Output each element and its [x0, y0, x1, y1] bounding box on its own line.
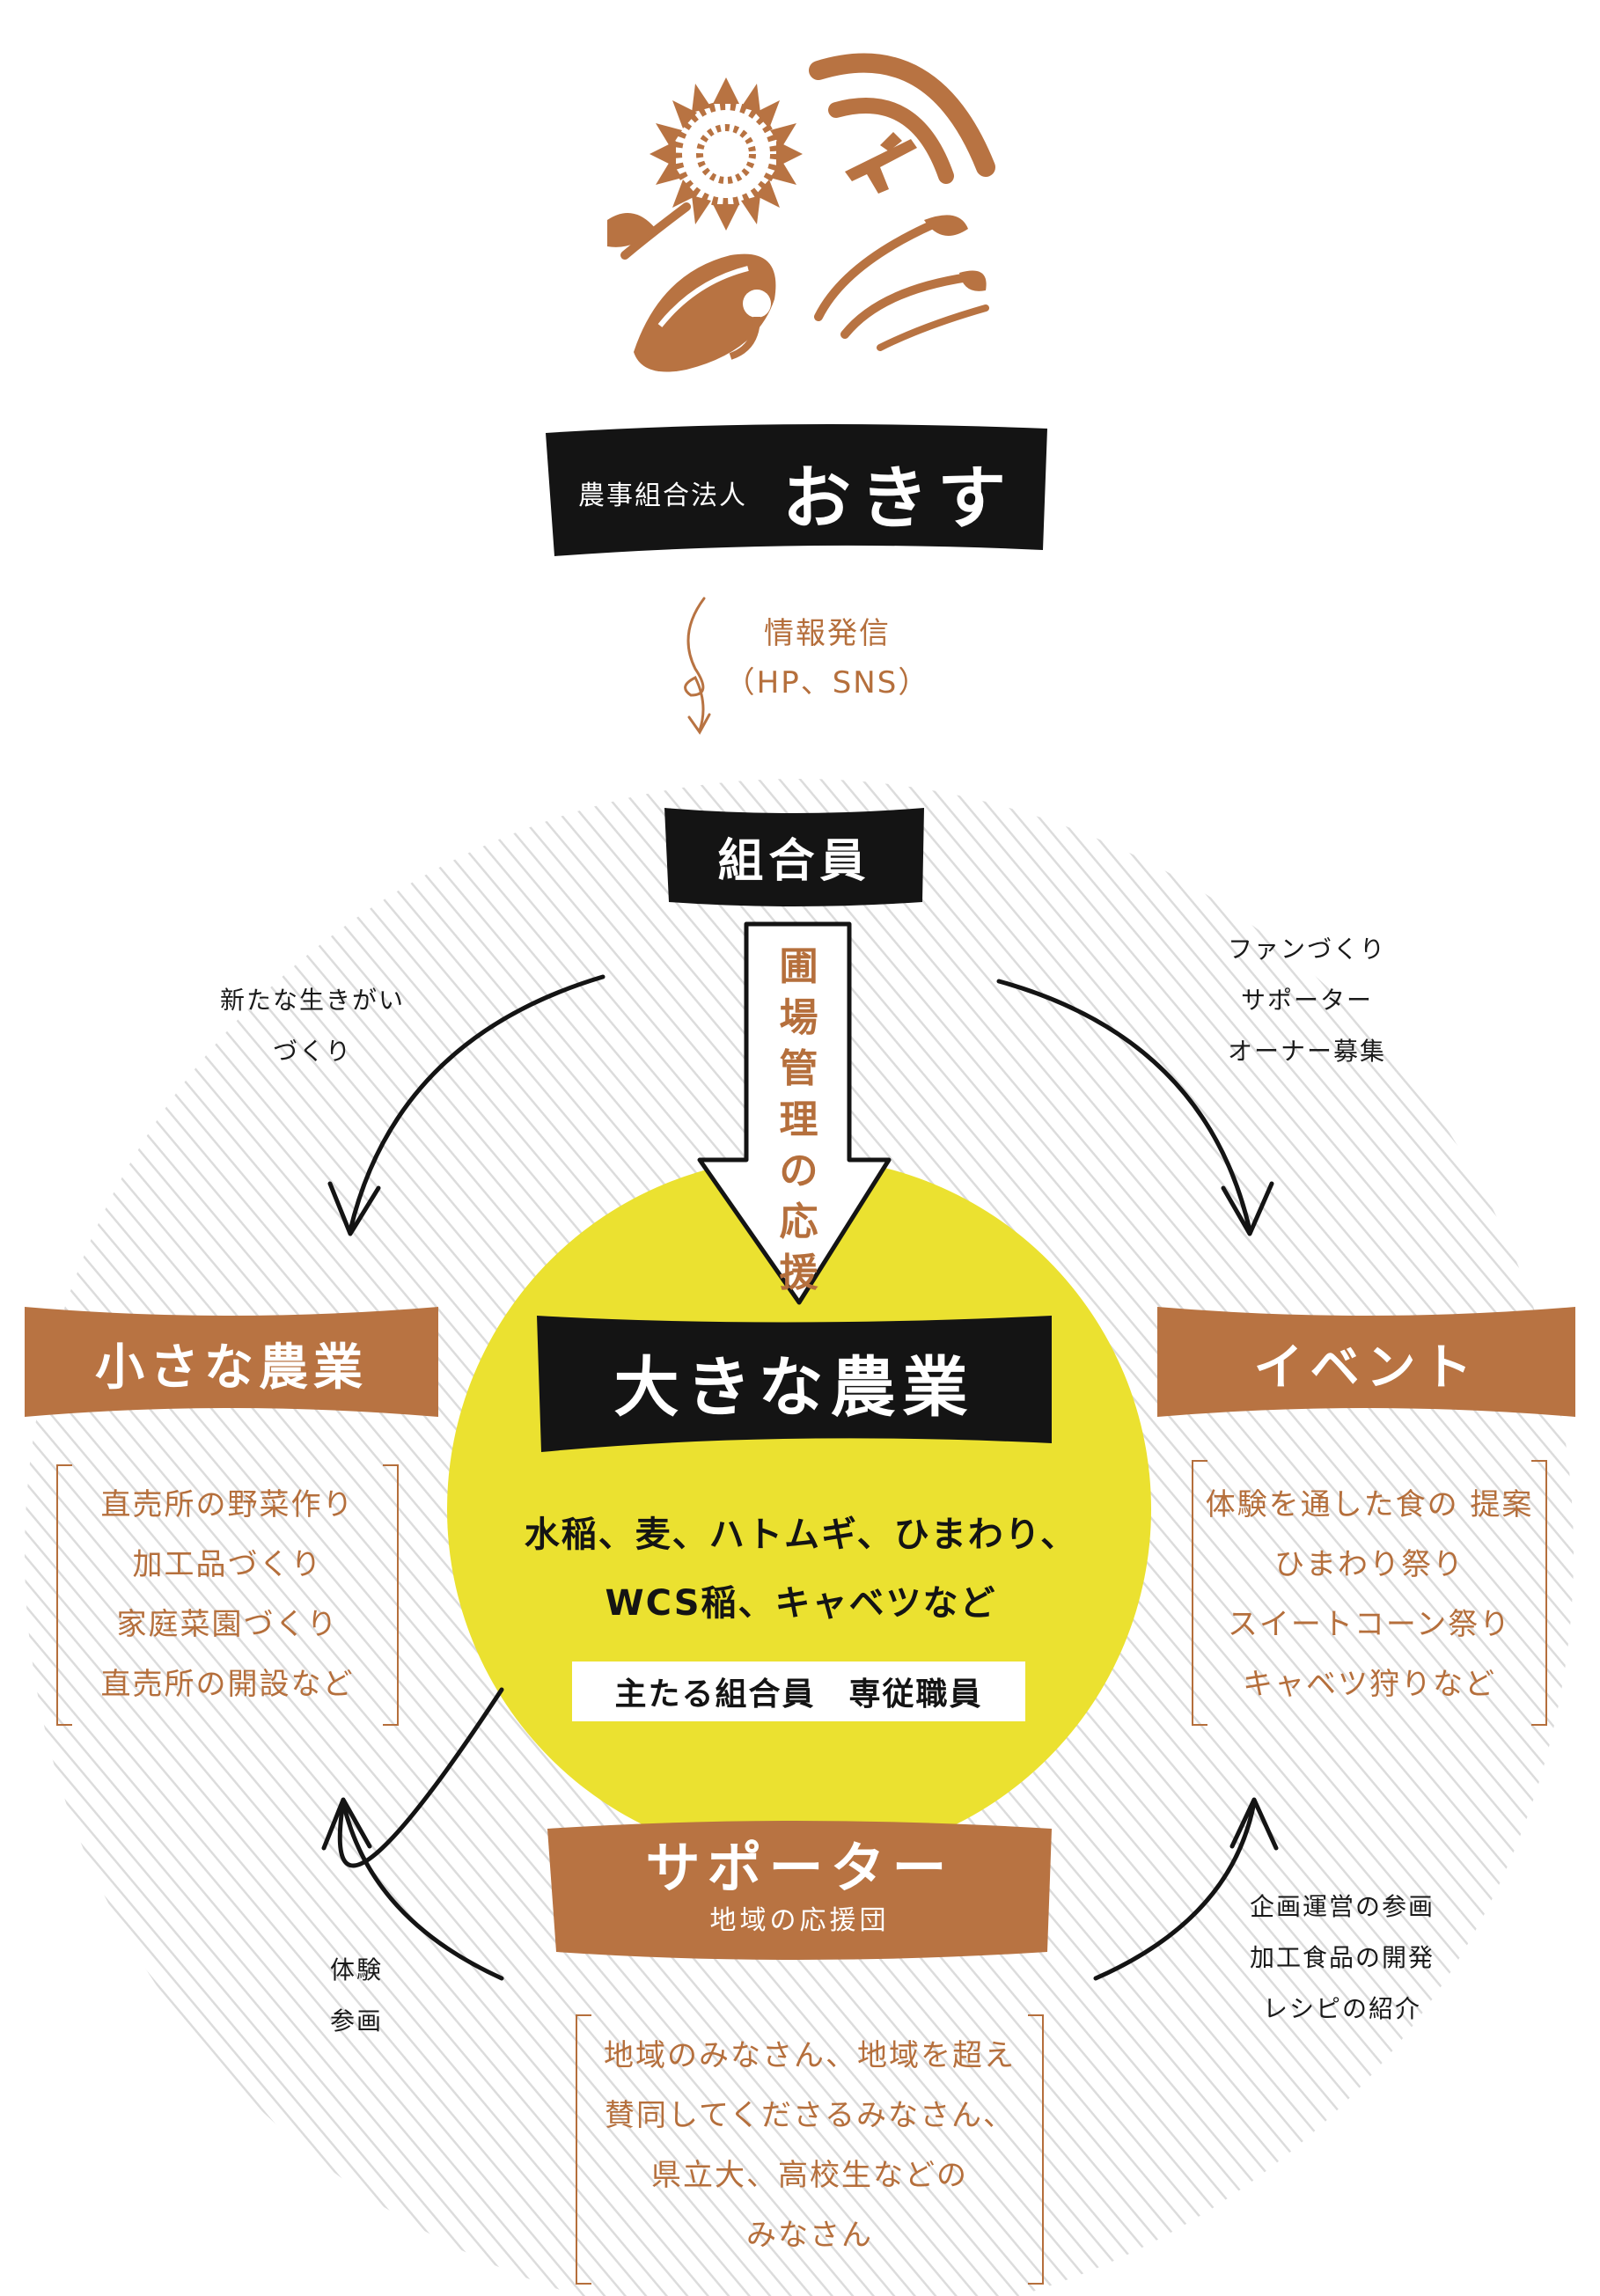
event-list: 体験を通した食の 提案 ひまわり祭り スイートコーン祭り キャベツ狩りなど [1205, 1475, 1534, 1714]
arrow-char: 管 [779, 1046, 818, 1091]
list-item: キャベツ狩りなど [1243, 1667, 1496, 1702]
small-farming-banner-shape [25, 1307, 438, 1417]
supporter-banner-shape [547, 1821, 1052, 1960]
arrow-label-bottom-right: 企画運営の参画 加工食品の開発 レシピの紹介 [1219, 1882, 1465, 2035]
arrow-char: 応 [779, 1199, 818, 1244]
list-item: みなさん [746, 2218, 873, 2253]
arrow-char: 理 [779, 1097, 818, 1142]
arrow-char: 場 [779, 995, 818, 1040]
org-type-label: 農事組合法人 [577, 480, 747, 511]
label-line: レシピの紹介 [1262, 1994, 1421, 2023]
label-line: 参画 [329, 2006, 383, 2036]
info-flow-line2: （HP、SNS） [724, 665, 930, 701]
logo-banner-text: 農事組合法人 おきす [546, 431, 1047, 554]
logo-banner-shape [546, 424, 1047, 556]
members-banner-shape [664, 808, 924, 906]
crops-line1: 水稲、麦、ハトムギ、ひまわり、 [524, 1515, 1078, 1555]
arrow-label-top-left: 新たな生きがい づくり [189, 975, 436, 1077]
event-banner-shape [1157, 1307, 1575, 1417]
event-title: イベント [1253, 1339, 1479, 1397]
small-farming-list: 直売所の野菜作り 加工品づくり 家庭菜園づくり 直売所の開設など [72, 1475, 383, 1714]
big-farming-banner-shape [537, 1316, 1052, 1452]
label-line: サポーター [1240, 986, 1373, 1015]
list-item: 体験を通した食の 提案 [1205, 1487, 1534, 1522]
info-flow-arrow [684, 597, 711, 735]
info-flow-text: 情報発信 （HP、SNS） [713, 609, 942, 708]
leaf-sprout-icon [814, 215, 989, 351]
members-label: 組合員 [717, 834, 871, 888]
list-item: ひまわり祭り [1274, 1547, 1464, 1582]
staff-label: 主たる組合員 専従職員 [614, 1676, 983, 1713]
flow-arrows [321, 974, 1279, 1981]
list-item: スイートコーン祭り [1227, 1607, 1512, 1642]
big-farming-crops: 水稲、麦、ハトムギ、ひまわり、 WCS稲、キャベツなど [493, 1500, 1109, 1638]
list-item: 県立大、高校生などの [651, 2158, 968, 2193]
airplane-icon [845, 132, 917, 194]
arrow-label-bottom-left: 体験 参画 [312, 1945, 400, 2047]
small-farming-title: 小さな農業 [95, 1339, 368, 1397]
list-item: 直売所の開設など [100, 1667, 355, 1702]
label-line: 体験 [329, 1955, 383, 1984]
straw-hat-icon [634, 253, 776, 372]
label-line: オーナー募集 [1227, 1037, 1386, 1066]
arrow-label-top-right: ファンづくり サポーター オーナー募集 [1166, 924, 1448, 1077]
support-down-arrow [697, 921, 892, 1305]
list-item: 加工品づくり [132, 1547, 323, 1582]
label-line: 加工食品の開発 [1249, 1943, 1435, 1972]
rainbow-icon [809, 53, 995, 184]
org-name: おきす [782, 459, 1015, 539]
list-item: 家庭菜園づくり [116, 1607, 339, 1642]
label-line: づくり [272, 1037, 352, 1066]
logo-illustration [607, 53, 995, 372]
label-line: 新たな生きがい [219, 986, 405, 1015]
info-flow-line1: 情報発信 [764, 616, 891, 651]
list-item: 賛同してくださるみなさん、 [605, 2098, 1015, 2133]
supporter-title: サポーター [645, 1836, 954, 1900]
supporter-list: 地域のみなさん、地域を超え 賛同してくださるみなさん、 県立大、高校生などの み… [591, 2026, 1028, 2265]
arrow-char: 圃 [779, 944, 818, 989]
sunflower-icon [607, 77, 803, 260]
bracket-frames [56, 1460, 1547, 2285]
support-arrow-text: 圃 場 管 理 の 応 援 [752, 942, 845, 1299]
list-item: 直売所の野菜作り [100, 1487, 355, 1522]
label-line: 企画運営の参画 [1249, 1892, 1435, 1921]
arrow-char: の [779, 1148, 818, 1193]
arrow-char: 援 [779, 1251, 818, 1295]
label-line: ファンづくり [1227, 935, 1386, 964]
list-item: 地域のみなさん、地域を超え [604, 2038, 1016, 2073]
big-farming-title: 大きな農業 [613, 1349, 975, 1426]
crops-line2: WCS稲、キャベツなど [605, 1583, 997, 1624]
staff-label-box [572, 1661, 1025, 1721]
supporter-subtitle: 地域の応援団 [709, 1905, 890, 1936]
supporter-banner-text: サポーター 地域の応援団 [547, 1835, 1052, 1940]
